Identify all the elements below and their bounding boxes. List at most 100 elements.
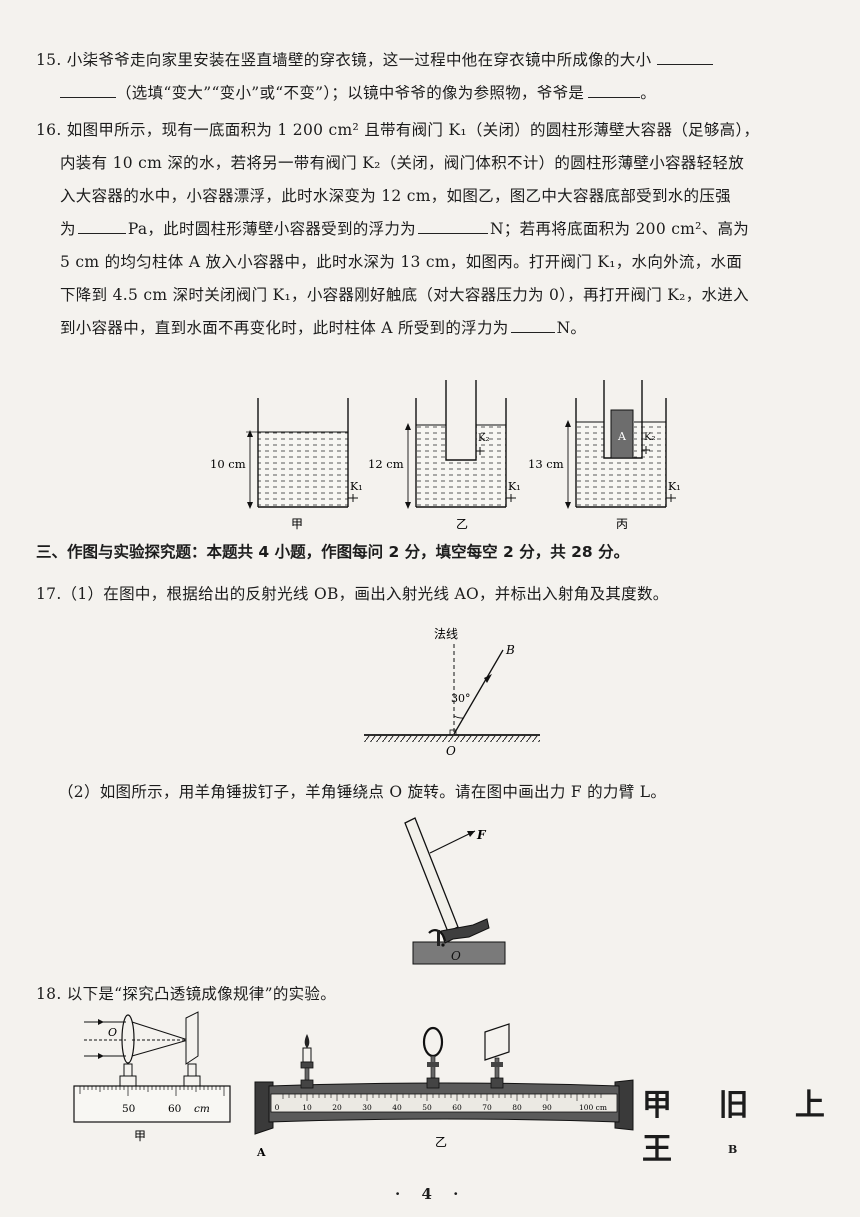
bench-tick-70: 70	[482, 1103, 492, 1112]
water-jia	[258, 432, 348, 507]
bench-tick-20: 20	[332, 1103, 342, 1112]
bench-tick-40: 40	[392, 1103, 402, 1112]
reflected-ray-ob	[453, 649, 504, 735]
point-o-label: O	[446, 744, 456, 758]
caption-jia: 甲	[291, 517, 303, 531]
screen-holder	[484, 1023, 510, 1089]
q16-line4b: Pa，此时圆柱形薄壁小容器受到的浮力为	[127, 220, 416, 238]
q16-line7b: N。	[556, 319, 587, 337]
force-f-label: F	[476, 828, 487, 842]
question-17-part1: 17.（1）在图中，根据给出的反射光线 OB，画出入射光线 AO，并标出入射角及…	[36, 578, 669, 611]
depth-label-bing: 13 cm	[528, 457, 564, 471]
figure-18-yi: 0 10 20 30 40 50 60 70 80 90 100 cm	[254, 1023, 634, 1159]
container-bing: A K₂ K₁ 13 cm 丙	[528, 380, 681, 531]
q15-blank3[interactable]	[588, 79, 641, 98]
candle-flame	[304, 1034, 310, 1048]
bench-tick-80: 80	[512, 1103, 522, 1112]
label-a: A	[256, 1146, 266, 1159]
q15-line2a: （选填“变大”“变小”或“不变”）；以镜中爷爷的像为参照物，爷爷是	[116, 84, 585, 102]
figure-17-hammer: F O	[404, 817, 506, 965]
q16-line1: 16. 如图甲所示，现有一底面积为 1 200 cm² 且带有阀门 K₁（关闭）…	[36, 121, 760, 139]
question-15: 15. 小柒爷爷走向家里安装在竖直墙壁的穿衣镜，这一过程中他在穿衣镜中所成像的大…	[36, 44, 714, 110]
bench-tick-50: 50	[422, 1103, 432, 1112]
reflected-ray-arrow	[484, 674, 492, 683]
q16-line6: 下降到 4.5 cm 深时关闭阀门 K₁，小容器刚好触底（对大容器压力为 0），…	[60, 286, 749, 304]
nail	[437, 930, 440, 946]
bench-tick-10: 10	[302, 1103, 312, 1112]
q15-blank1[interactable]	[657, 46, 714, 65]
label-k1-jia: K₁	[350, 480, 363, 493]
q18-text: 18. 以下是“探究凸透镜成像规律”的实验。	[36, 985, 337, 1003]
question-16: 16. 如图甲所示，现有一底面积为 1 200 cm² 且带有阀门 K₁（关闭）…	[36, 114, 759, 345]
q16-line2: 内装有 10 cm 深的水，若将另一带有阀门 K₂（关闭，阀门体积不计）的圆柱形…	[60, 154, 745, 172]
q15-line2b: 。	[640, 84, 657, 102]
bench-scale-minor-ticks	[282, 1094, 602, 1101]
q16-line5: 5 cm 的均匀柱体 A 放入小容器中，此时水深为 13 cm，如图丙。打开阀门…	[60, 253, 743, 271]
hammer-head	[440, 918, 490, 944]
label-k2-yi: K₂	[478, 433, 489, 444]
wood-block	[412, 941, 506, 965]
pivot-o-point	[441, 943, 445, 947]
force-f-arrow	[429, 830, 476, 854]
ruler-jia-ticks	[79, 1086, 225, 1096]
bench-tick-90: 90	[542, 1103, 552, 1112]
page-number: · 4 ·	[395, 1185, 467, 1203]
candle	[300, 1034, 314, 1089]
q16-line7a: 到小容器中，直到水面不再变化时，此时柱体 A 所受到的浮力为	[60, 319, 509, 337]
ruler-jia-tick-50: 50	[122, 1103, 135, 1115]
screen-jia	[185, 1011, 199, 1065]
depth-label-jia: 10 cm	[210, 457, 246, 471]
q16-blank1[interactable]	[77, 215, 126, 234]
label-k1-bing: K₁	[668, 480, 681, 493]
bench-tick-0: 0	[275, 1103, 280, 1112]
bench-scale-labels: 0 10 20 30 40 50 60 70 80 90 100 cm	[275, 1103, 607, 1112]
lens-center-label: O	[108, 1026, 117, 1039]
q15-line1: 15. 小柒爷爷走向家里安装在竖直墙壁的穿衣镜，这一过程中他在穿衣镜中所成像的大…	[36, 51, 652, 69]
q17-part1-text: 17.（1）在图中，根据给出的反射光线 OB，画出入射光线 AO，并标出入射角及…	[36, 585, 669, 603]
point-b-label: B	[505, 643, 515, 657]
caption-yi: 乙	[456, 517, 468, 531]
normal-label: 法线	[434, 627, 458, 641]
caption-18-jia: 甲	[134, 1129, 146, 1143]
depth-label-yi: 12 cm	[368, 457, 404, 471]
bench-scale	[270, 1093, 618, 1113]
q17-part2-text: （2）如图所示，用羊角锤拔钉子，羊角锤绕点 O 旋转。请在图中画出力 F 的力臂…	[58, 783, 667, 801]
q16-blank3[interactable]	[510, 314, 555, 333]
figure-18-jia: O 50 60 cm 甲	[73, 1011, 231, 1143]
q15-blank2[interactable]	[60, 79, 116, 98]
hammer-handle	[404, 817, 459, 933]
screen-yi	[484, 1023, 510, 1061]
bench-tick-30: 30	[362, 1103, 372, 1112]
q16-line4a: 为	[60, 220, 76, 238]
container-yi: K₂ K₁ 12 cm 乙	[368, 380, 521, 531]
label-b: B	[728, 1143, 738, 1156]
lens-holder	[422, 1026, 444, 1089]
label-block-a: A	[617, 430, 627, 443]
lens-yi	[422, 1026, 444, 1058]
mirror-hatch	[364, 736, 540, 742]
caption-bing: 丙	[616, 517, 628, 531]
convex-lens	[121, 1014, 135, 1064]
container-jia: K₁ 10 cm 甲	[210, 398, 363, 531]
section-3-title: 三、作图与实验探究题：本题共 4 小题，作图每问 2 分，填空每空 2 分，共 …	[36, 543, 630, 561]
q16-line4c: N；若再将底面积为 200 cm²、高为	[490, 220, 750, 238]
label-k1-yi: K₁	[508, 480, 521, 493]
small-container-yi	[445, 380, 477, 461]
block-a	[610, 409, 634, 459]
angle-label: 30°	[451, 692, 471, 705]
water-bing	[576, 422, 666, 507]
q16-blank2[interactable]	[418, 215, 488, 234]
figure-17-reflection: 法线 B 30° O	[364, 627, 540, 758]
ruler-jia-unit: cm	[194, 1103, 210, 1115]
figure-16-containers: K₁ 10 cm 甲 K₂ K₁ 12 cm	[210, 380, 681, 531]
pivot-o-label: O	[451, 949, 461, 963]
ruler-jia-tick-60: 60	[168, 1103, 181, 1115]
bench-tick-60: 60	[452, 1103, 462, 1112]
water-yi	[416, 425, 506, 507]
side-label: 甲 旧 上 王	[642, 1088, 843, 1167]
label-k2-bing: K₂	[644, 432, 655, 443]
q16-line3: 入大容器的水中，小容器漂浮，此时水深变为 12 cm，如图乙，图乙中大容器底部受…	[60, 187, 731, 205]
question-17-part2: （2）如图所示，用羊角锤拔钉子，羊角锤绕点 O 旋转。请在图中画出力 F 的力臂…	[58, 776, 666, 809]
caption-18-yi: 乙	[435, 1135, 447, 1149]
